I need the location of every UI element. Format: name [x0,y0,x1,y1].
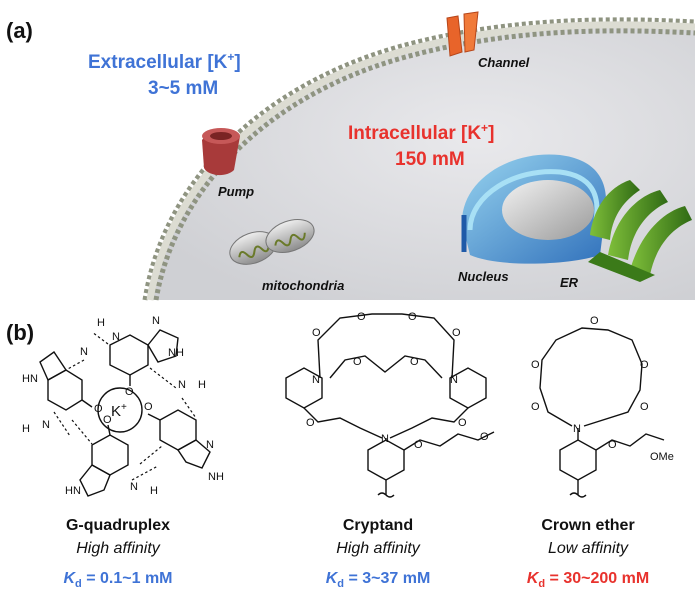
atom-label: O [94,403,103,415]
atom-label: O [125,386,134,398]
atom-label: N [381,433,389,445]
mitochondria-label: mitochondria [262,278,344,293]
probe-name: Cryptand [343,517,413,534]
pump-protein [202,128,240,176]
nucleus [461,154,607,264]
probe-kd: Kd = 0.1~1 mM [63,570,172,590]
atom-label: H [198,379,206,391]
probe-name: Crown ether [541,517,634,534]
atom-label: N [206,439,214,451]
probe-kd: Kd = 30~200 mM [527,570,649,590]
atom-label: N [80,346,88,358]
probe-affinity: High affinity [76,540,161,557]
atom-label: O [103,414,112,426]
atom-label: O [590,315,599,327]
mitochondria [229,219,315,265]
atom-label: OMe [650,451,674,463]
panel-a-tag: (a) [6,18,33,43]
cryptand-structure: N N O O O O O O O O N O O [285,311,495,498]
channel-label: Channel [478,55,530,70]
channel-protein [446,11,479,57]
atom-label: O [531,401,540,413]
atom-label: N [130,481,138,493]
pump-label: Pump [218,184,254,199]
atom-label: HN [65,485,81,497]
probe-affinity: High affinity [336,540,421,557]
atom-label: H [97,317,105,329]
atom-label: O [144,401,153,413]
atom-label: N [42,419,50,431]
atom-label: N [178,379,186,391]
atom-label: O [531,359,540,371]
atom-label: N [312,374,320,386]
atom-label: O [408,311,417,323]
extracellular-label: Extracellular [K+] [88,50,241,73]
probe-caption-crown-ether: Crown ether Low affinity Kd = 30~200 mM [527,517,649,590]
probe-kd: Kd = 3~37 mM [326,570,431,590]
probe-affinity: Low affinity [548,540,629,557]
atom-label: O [452,327,461,339]
probe-caption-g-quadruplex: G-quadruplex High affinity Kd = 0.1~1 mM [63,517,172,590]
atom-label: O [306,417,315,429]
atom-label: O [410,356,419,368]
atom-label: HN [22,373,38,385]
atom-label: N [152,315,160,327]
membrane-core [146,21,695,301]
atom-label: NH [168,347,184,359]
atom-label: O [640,401,649,413]
atom-label: O [640,359,649,371]
atom-label: H [22,423,30,435]
panel-b: (b) K+ [6,311,674,590]
extracellular-concentration: 3~5 mM [148,78,218,99]
endoplasmic-reticulum [588,180,692,282]
g-quadruplex-structure: K+ [22,315,224,497]
atom-label: O [414,439,423,451]
crown-ether-structure: N O O O O O O OMe [531,315,674,498]
atom-label: N [450,374,458,386]
atom-label: O [312,327,321,339]
k-ion-circle [97,387,143,433]
atom-label: O [480,431,489,443]
atom-label: N [573,423,581,435]
er-label: ER [560,275,579,290]
atom-label: O [357,311,366,323]
atom-label: O [608,439,617,451]
panel-a: (a) Extracellular [K+] 3~5 mM Intracellu… [6,11,695,301]
atom-label: N [112,331,120,343]
k-ion-label: K+ [111,402,127,420]
probe-name: G-quadruplex [66,517,170,534]
probe-caption-cryptand: Cryptand High affinity Kd = 3~37 mM [326,517,431,590]
atom-label: O [458,417,467,429]
atom-label: NH [208,471,224,483]
membrane-inner [153,28,695,301]
panel-b-tag: (b) [6,320,34,345]
intracellular-label: Intracellular [K+] [348,121,494,144]
atom-label: H [150,485,158,497]
atom-label: O [353,356,362,368]
intracellular-concentration: 150 mM [395,149,465,170]
nucleus-label: Nucleus [458,269,509,284]
